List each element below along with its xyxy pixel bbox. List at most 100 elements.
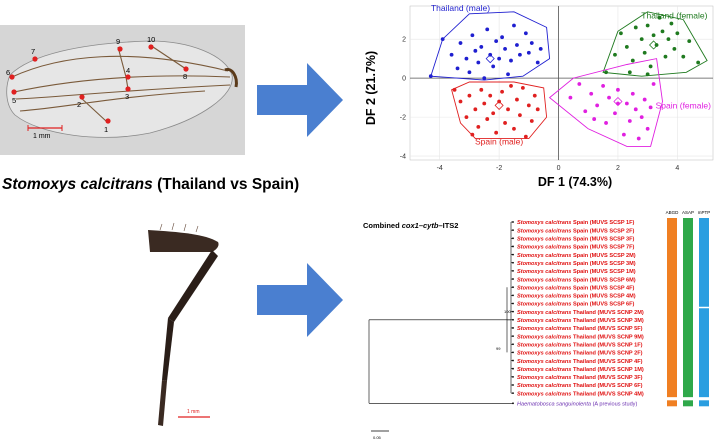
- svg-text:0.05: 0.05: [373, 435, 382, 440]
- tip-node: [512, 286, 514, 289]
- svg-text:2: 2: [77, 100, 81, 109]
- taxon-label: Stomoxys calcitrans Spain (MUVS SCSP 4F): [517, 285, 635, 291]
- centroid-marker: [649, 40, 659, 50]
- tip-node: [512, 327, 514, 329]
- data-point: [657, 15, 662, 20]
- taxon-label: Stomoxys calcitrans Thailand (MUVS SCNP …: [517, 359, 643, 365]
- y-axis-label: DF 2 (21.7%): [364, 51, 378, 125]
- chart-grid: [409, 5, 714, 161]
- taxon-label: Stomoxys calcitrans Spain (MUVS SCSP 7F): [517, 245, 635, 251]
- data-point: [470, 33, 475, 38]
- data-point: [494, 130, 499, 135]
- data-point: [595, 103, 600, 108]
- method-label: mPTP: [698, 210, 711, 215]
- data-point: [440, 37, 445, 42]
- tip-node: [512, 237, 514, 240]
- data-point: [654, 43, 659, 47]
- data-point: [613, 52, 617, 57]
- data-point: [616, 87, 620, 92]
- data-point: [518, 52, 522, 57]
- data-point: [532, 93, 537, 98]
- data-point: [491, 64, 496, 69]
- data-point: [497, 56, 502, 61]
- data-point: [645, 72, 650, 77]
- taxon-label: Stomoxys calcitrans Spain (MUVS SCSP 2M): [517, 253, 636, 259]
- taxon-label: Stomoxys calcitrans Spain (MUVS SCSP 1M): [517, 269, 636, 275]
- data-point: [535, 107, 540, 112]
- data-point: [464, 56, 469, 61]
- y-tick-label: -2: [400, 115, 406, 122]
- data-point: [512, 126, 516, 131]
- taxon-label: Stomoxys calcitrans Spain (MUVS SCSP 6F): [517, 302, 635, 308]
- wing-landmarks: 1 2 3 4 5 6 7 8 9 10: [6, 35, 189, 134]
- data-point: [520, 85, 525, 90]
- plot-background: [409, 5, 714, 161]
- centroid-marker: [613, 96, 623, 107]
- tip-node: [512, 384, 514, 386]
- data-point: [509, 58, 513, 63]
- data-point: [526, 50, 531, 55]
- tip-node: [512, 310, 514, 313]
- data-point: [616, 101, 620, 106]
- hull-2: [451, 81, 548, 140]
- taxon-label: Stomoxys calcitrans Thailand (MUVS SCNP …: [517, 318, 644, 324]
- data-point: [518, 113, 522, 118]
- data-point: [529, 41, 534, 45]
- x-tick-label: 0: [557, 165, 561, 172]
- tip-node: [512, 278, 514, 280]
- method-bar-outgroup: [683, 400, 693, 407]
- figure-title: Stomoxys calcitrans (Thailand vs Spain): [2, 176, 362, 194]
- data-point: [675, 31, 680, 36]
- hull-0: [430, 11, 551, 81]
- data-point: [577, 82, 582, 86]
- data-point: [627, 119, 632, 123]
- data-point: [636, 136, 641, 141]
- data-point: [467, 93, 472, 98]
- data-point: [607, 95, 611, 100]
- data-point: [672, 46, 677, 51]
- data-point: [648, 64, 653, 69]
- data-point: [660, 29, 665, 34]
- tip-node: [512, 375, 514, 378]
- data-point: [696, 60, 701, 65]
- taxon-label: Stomoxys calcitrans Thailand (MUVS SCNP …: [517, 391, 644, 397]
- svg-text:9: 9: [116, 37, 120, 46]
- data-point: [428, 74, 433, 79]
- taxon-label: Stomoxys calcitrans Spain (MUVS SCSP 3F): [517, 237, 635, 243]
- taxon-label: Stomoxys calcitrans Thailand (MUVS SCNP …: [517, 375, 643, 381]
- phylogenetic-tree: Combined cox1–cytb–ITS2 Stomoxys calcitr…: [355, 210, 723, 443]
- data-point: [482, 76, 487, 81]
- svg-text:1: 1: [104, 125, 108, 134]
- data-point: [633, 25, 638, 30]
- data-point: [503, 46, 507, 51]
- data-point: [494, 39, 499, 43]
- group-hulls: [430, 11, 708, 147]
- data-point: [642, 97, 647, 102]
- group-label: Spain (female): [656, 100, 711, 110]
- data-point: [583, 109, 588, 114]
- data-point: [506, 107, 510, 112]
- data-point: [503, 121, 507, 125]
- tip-node: [512, 261, 514, 264]
- data-point: [687, 39, 692, 43]
- data-point: [613, 111, 617, 116]
- taxon-label: Stomoxys calcitrans Spain (MUVS SCSP 2F): [517, 228, 635, 234]
- taxon-label: Stomoxys calcitrans Spain (MUVS SCSP 6M): [517, 277, 636, 283]
- data-point: [651, 82, 656, 86]
- svg-text:1 mm: 1 mm: [33, 133, 51, 140]
- data-point: [509, 84, 513, 88]
- method-label: ASAP: [682, 210, 694, 215]
- data-point: [473, 107, 478, 112]
- svg-text:5: 5: [12, 96, 16, 105]
- data-point: [452, 87, 457, 92]
- data-point: [482, 101, 487, 106]
- leg-drawing: 1 mm: [148, 222, 219, 426]
- data-point: [523, 31, 528, 36]
- data-point: [648, 105, 653, 110]
- tip-node: [512, 253, 514, 256]
- leg-photo: 1 mm: [120, 210, 230, 438]
- data-point: [619, 31, 623, 36]
- data-point: [663, 54, 668, 59]
